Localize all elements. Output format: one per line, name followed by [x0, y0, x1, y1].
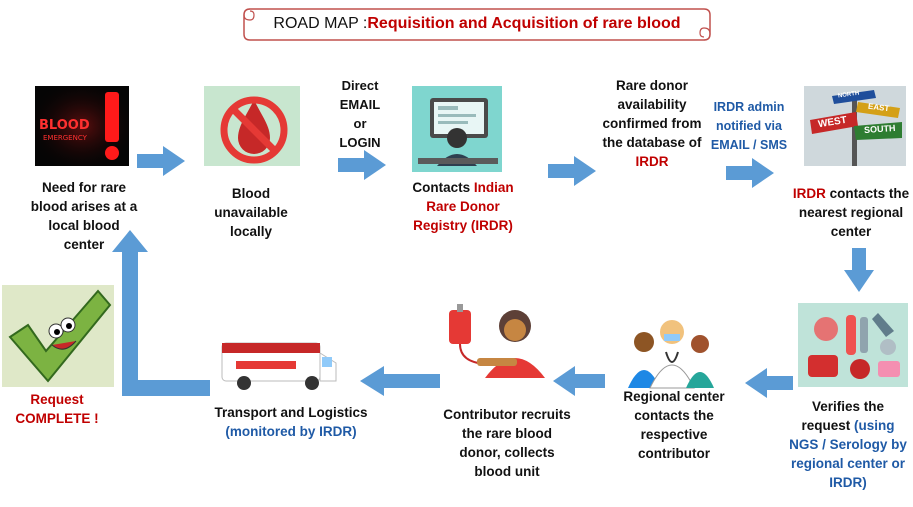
step-recruits-text: Contributor recruits the rare blood dono…	[443, 407, 571, 479]
step-admin-text: IRDR admin notified via EMAIL / SMS	[710, 100, 788, 152]
arrow-regional-to-verifies	[844, 248, 874, 292]
emergency-sign-word: BLOOD	[39, 118, 90, 133]
step-transport-highlight: (monitored by IRDR)	[225, 424, 357, 439]
step-verifies-text: Verifies the request	[801, 399, 885, 433]
step-contributor-contact-label: Regional center contacts the respective …	[622, 387, 726, 463]
blood-emergency-image: BLOOD EMERGENCY	[35, 86, 129, 166]
step-contacts-text: Contacts	[412, 180, 474, 195]
step-confirmed-text: Rare donor availability confirmed from t…	[602, 78, 702, 150]
step-regional-text: contacts the nearest regional center	[798, 186, 910, 239]
step-verifies-label: Verifies the request (using NGS / Serolo…	[786, 397, 910, 492]
step-contacts-label: Contacts Indian Rare Donor Registry (IRD…	[404, 178, 522, 235]
step-direct-label: Direct EMAIL or LOGIN	[332, 76, 388, 152]
step-regional-label: IRDR contacts the nearest regional cente…	[790, 184, 912, 241]
step-verifies-highlight: (using NGS / Serology by regional center…	[789, 418, 907, 490]
title-highlight: Requisition and Acquisition of rare bloo…	[367, 15, 681, 32]
arrow-verifies-to-regional-center	[745, 368, 793, 398]
step-complete-text: Request COMPLETE !	[15, 392, 99, 426]
check-mark-icon	[2, 285, 114, 387]
arrow-unavailable-to-contacts	[338, 150, 386, 180]
arrow-transport-to-need	[112, 230, 210, 396]
step-confirmed-label: Rare donor availability confirmed from t…	[602, 76, 702, 171]
arrow-need-to-unavailable	[137, 146, 185, 176]
step-contributor-contact-text: Regional center contacts the respective …	[623, 389, 725, 461]
step-regional-highlight: IRDR	[792, 186, 826, 201]
arrow-regional-center-to-contributor	[553, 366, 605, 396]
emergency-sign-sub: EMERGENCY	[43, 134, 87, 142]
step-confirmed-highlight: IRDR	[635, 154, 669, 169]
street-sign-image: WEST EAST SOUTH NORTH	[804, 86, 906, 166]
step-need-text: Need for rare blood arises at a local bl…	[30, 180, 138, 252]
computer-user-icon	[412, 86, 502, 172]
no-blood-icon	[204, 86, 300, 166]
blood-donor-icon	[449, 304, 545, 378]
title-prefix: ROAD MAP :	[273, 15, 368, 32]
arrow-confirmed-to-regional	[726, 158, 774, 188]
step-unavailable-text: Blood unavailable locally	[214, 186, 288, 239]
arrow-contacts-to-confirmed	[548, 156, 596, 186]
step-contacts-highlight: Indian Rare Donor Registry (IRDR)	[413, 180, 514, 233]
step-recruits-label: Contributor recruits the rare blood dono…	[442, 405, 572, 481]
step-transport-label: Transport and Logistics (monitored by IR…	[196, 403, 386, 441]
step-admin-label: IRDR admin notified via EMAIL / SMS	[706, 98, 792, 155]
step-need-label: Need for rare blood arises at a local bl…	[28, 178, 140, 254]
transport-van-icon	[221, 342, 337, 390]
arrow-contributor-to-transport	[360, 366, 440, 396]
title-banner	[243, 8, 711, 41]
step-direct-text: Direct EMAIL or LOGIN	[339, 78, 381, 150]
step-complete-label: Request COMPLETE !	[4, 390, 110, 428]
lab-test-icon	[798, 303, 908, 387]
medical-team-icon	[628, 320, 714, 389]
page-title: ROAD MAP : Requisition and Acquisition o…	[242, 6, 712, 42]
step-transport-text: Transport and Logistics	[214, 405, 368, 420]
step-unavailable-label: Blood unavailable locally	[198, 184, 304, 241]
